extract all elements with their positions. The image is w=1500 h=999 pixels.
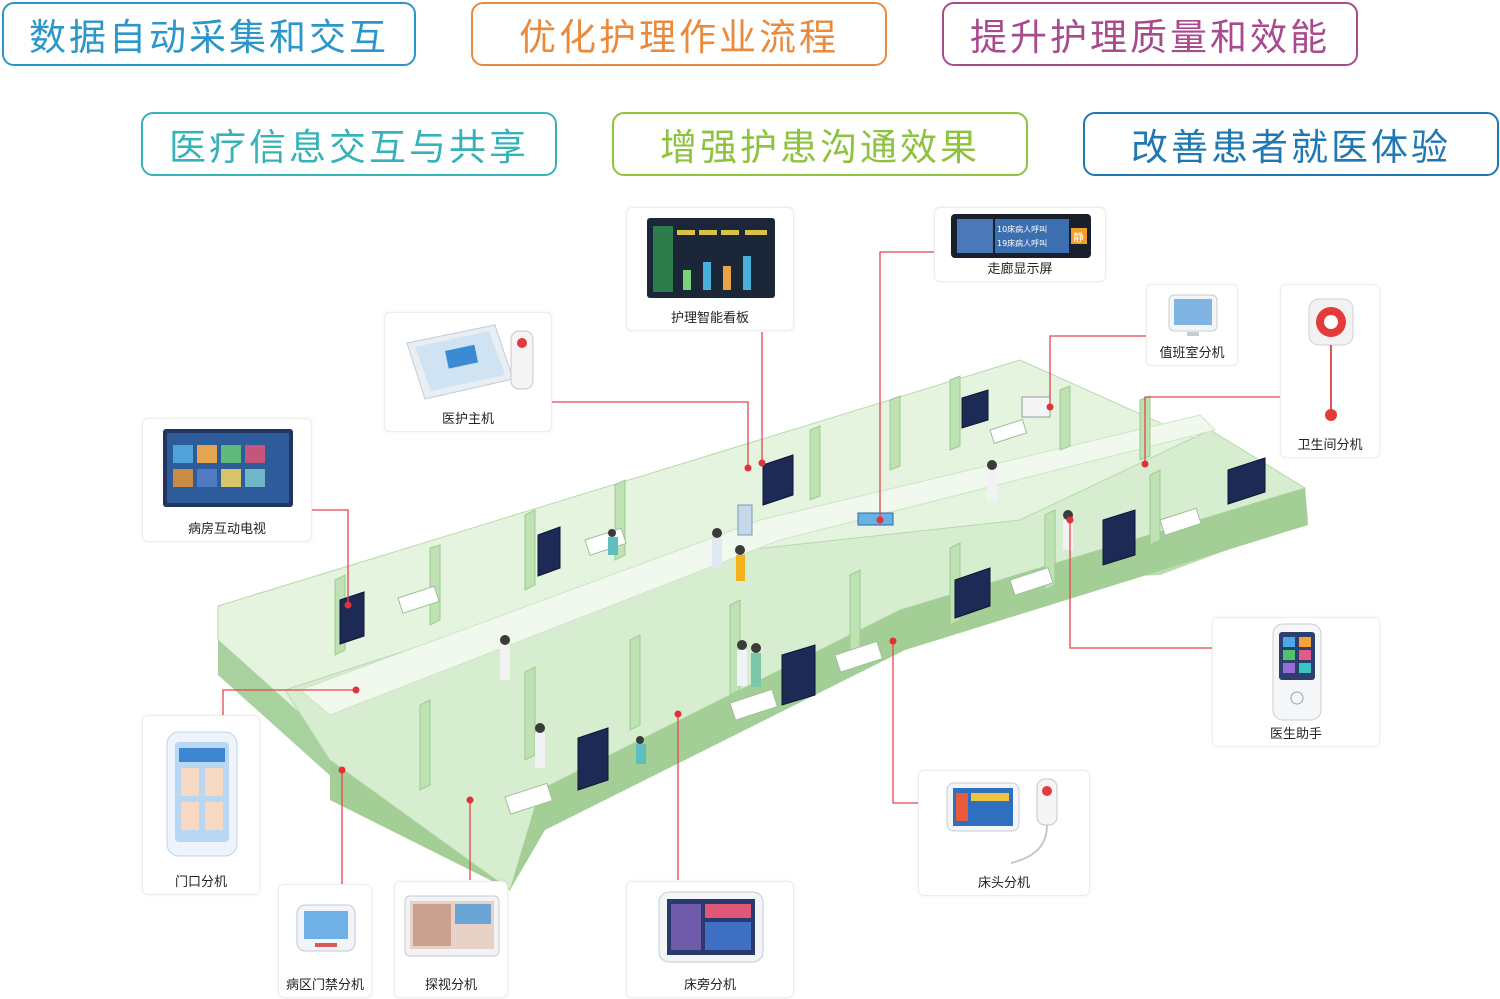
benefit-workflow: 优化护理作业流程: [471, 2, 887, 66]
device-card-ward-tv: 病房互动电视: [142, 418, 312, 542]
device-label: 门口分机: [174, 875, 227, 890]
ward-tv-icon: [163, 429, 293, 507]
device-label: 医生助手: [1269, 727, 1322, 742]
connector-lines: [222, 251, 1280, 884]
corridor-devices: [737, 396, 1051, 536]
device-label: 卫生间分机: [1297, 438, 1363, 453]
nursing-board-icon: [647, 218, 775, 298]
benefit-quality: 提升护理质量和效能: [942, 2, 1358, 66]
device-label: 床头分机: [977, 876, 1030, 891]
benefit-label: 优化护理作业流程: [519, 16, 839, 59]
visit-terminal-icon: [404, 895, 500, 957]
device-card-bedhead: 床头分机: [918, 770, 1090, 896]
benefit-label: 增强护患沟通效果: [660, 126, 980, 169]
floor-lower-front: [330, 488, 1308, 890]
corridor: [299, 414, 1216, 716]
nurse-host-console-icon: [406, 324, 534, 400]
doctor-assistant-handheld-icon: [1272, 623, 1322, 721]
floor-front-left: [218, 606, 335, 780]
benefit-patient-experience: 改善患者就医体验: [1083, 112, 1499, 176]
device-card-duty-room: 值班室分机: [1146, 284, 1238, 366]
device-label: 值班室分机: [1159, 346, 1225, 361]
benefit-info-sharing: 医疗信息交互与共享: [141, 112, 557, 176]
duty-room-terminal-icon: [1168, 294, 1218, 336]
device-card-visit: 探视分机: [394, 881, 508, 998]
device-label: 病房互动电视: [187, 522, 266, 537]
corridor-call-line-1: 10床病人呼叫: [997, 224, 1047, 234]
device-card-door: 门口分机: [142, 715, 260, 895]
device-label: 病区门禁分机: [285, 978, 364, 993]
device-card-nursing-board: 护理智能看板: [626, 207, 794, 331]
device-card-toilet: 卫生间分机: [1280, 284, 1380, 458]
corridor-call-line-2: 19床病人呼叫: [997, 238, 1047, 248]
benefit-label: 提升护理质量和效能: [970, 16, 1330, 59]
device-card-corridor-screen: 10床病人呼叫 19床病人呼叫 静 走廊显示屏: [934, 207, 1106, 282]
device-label: 护理智能看板: [670, 311, 749, 326]
beds: [397, 418, 1202, 815]
wall-tvs: [339, 389, 1266, 791]
benefit-communication: 增强护患沟通效果: [612, 112, 1028, 176]
device-label: 走廊显示屏: [987, 262, 1053, 277]
benefit-label: 医疗信息交互与共享: [169, 126, 529, 169]
device-card-doctor-assistant: 医生助手: [1212, 617, 1380, 747]
benefit-label: 数据自动采集和交互: [29, 16, 389, 59]
device-card-bedside: 床旁分机: [626, 881, 794, 998]
access-control-terminal-icon: [296, 904, 356, 952]
toilet-call-button-icon: [1308, 298, 1354, 421]
device-label: 医护主机: [441, 412, 494, 427]
room-walls: [334, 375, 1161, 791]
benefit-label: 改善患者就医体验: [1131, 126, 1451, 169]
corridor-quiet-badge: 静: [1073, 230, 1084, 244]
device-label: 探视分机: [424, 978, 477, 993]
device-card-nurse-host: 医护主机: [384, 312, 552, 432]
corridor-screen-icon: 10床病人呼叫 19床病人呼叫 静: [951, 214, 1091, 258]
device-label: 床旁分机: [683, 978, 736, 993]
door-terminal-icon: [166, 731, 238, 857]
bedside-terminal-icon: [658, 891, 764, 963]
bedhead-terminal-icon: [946, 778, 1058, 864]
benefit-data-collection: 数据自动采集和交互: [2, 2, 416, 66]
people: [500, 460, 1073, 768]
device-card-ward-access: 病区门禁分机: [278, 884, 372, 998]
